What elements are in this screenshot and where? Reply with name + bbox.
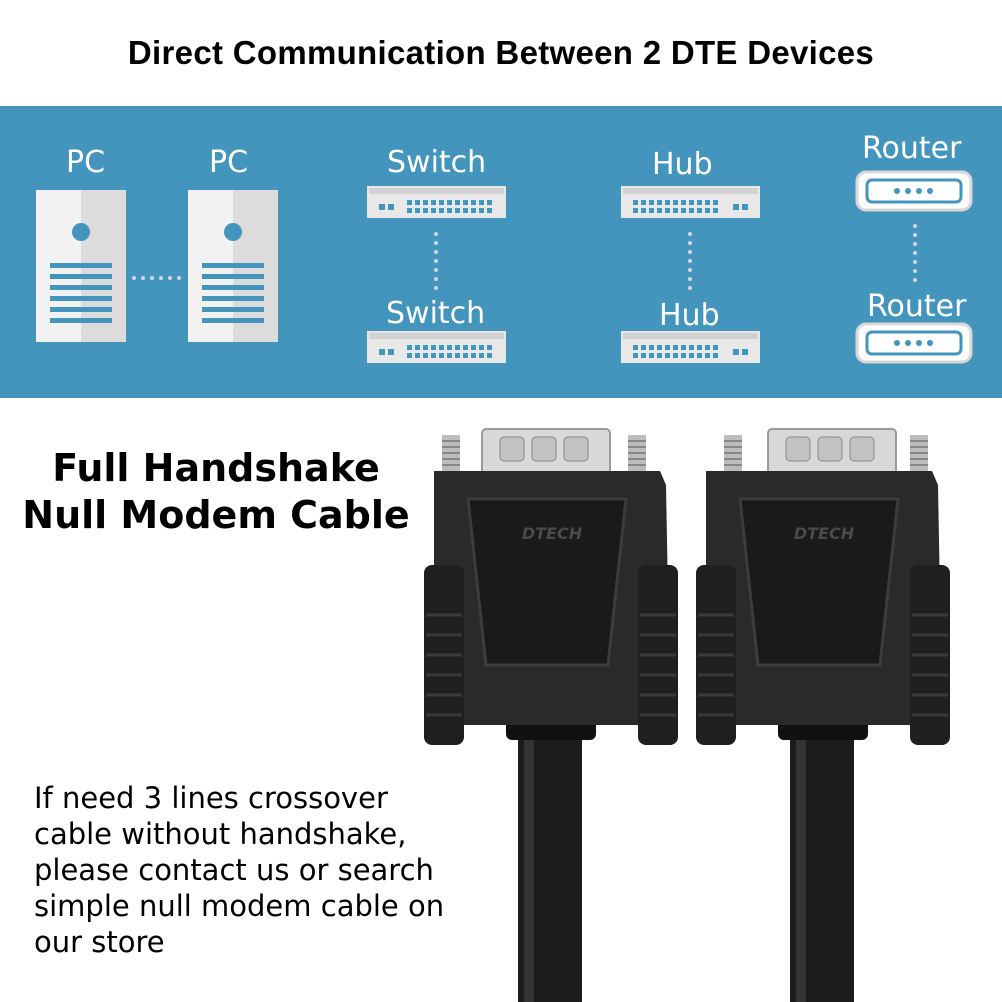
db9-connector-left: DTECH (424, 428, 678, 1002)
pc-tower-icon (188, 190, 278, 342)
db9-connector-right: DTECH (696, 428, 950, 1002)
note-line: If need 3 lines crossover (34, 781, 388, 815)
dotted-link-icon (434, 232, 438, 290)
note-line: our store (34, 925, 165, 959)
hub-bottom-label: Hub (659, 298, 720, 333)
product-name-line2: Null Modem Cable (22, 493, 410, 537)
note-line: simple null modem cable on (34, 889, 445, 923)
note-line: cable without handshake, (34, 817, 407, 851)
pc-left-label: PC (66, 145, 106, 180)
switch-icon (367, 331, 506, 363)
router-icon (855, 170, 973, 212)
dotted-link-icon (132, 276, 181, 280)
router-icon (855, 322, 973, 364)
hub-top-label: Hub (652, 147, 713, 182)
router-bottom-label: Router (867, 289, 967, 324)
product-name: Full Handshake Null Modem Cable (0, 445, 432, 539)
switch-top-label: Switch (387, 145, 487, 180)
brand-logo: DTECH (794, 524, 855, 543)
router-top-label: Router (862, 131, 962, 166)
page-title: Direct Communication Between 2 DTE Devic… (127, 34, 875, 71)
hub-icon (621, 331, 760, 363)
contact-note: If need 3 lines crossover cable without … (34, 780, 494, 960)
switch-bottom-label: Switch (386, 296, 486, 331)
note-line: please contact us or search (34, 853, 434, 887)
dotted-link-icon (688, 232, 692, 290)
switch-icon (367, 186, 506, 218)
topology-band: PC PC Switch (0, 106, 1002, 398)
hub-icon (621, 186, 760, 218)
pc-right-label: PC (209, 145, 249, 180)
brand-logo: DTECH (522, 524, 583, 543)
product-name-line1: Full Handshake (52, 446, 380, 490)
dotted-link-icon (913, 224, 917, 282)
pc-tower-icon (36, 190, 126, 342)
